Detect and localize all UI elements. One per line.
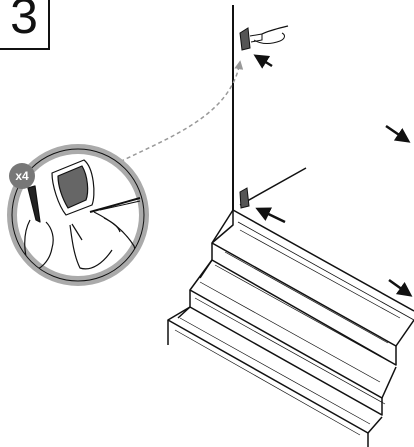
- pointer-arrow-icon: [385, 124, 411, 143]
- pointer-arrow-icon: [255, 207, 286, 224]
- dashed-callout-arrow-icon: [107, 60, 244, 169]
- pointer-arrow-icon: [253, 54, 273, 69]
- step-number: 3: [10, 0, 38, 44]
- pointer-arrow-icon: [388, 278, 413, 297]
- tread-lines: [174, 229, 401, 436]
- wall-skirting-line: [239, 167, 307, 206]
- staircase: [167, 209, 414, 447]
- quantity-badge: x4: [9, 163, 35, 189]
- upper-wall-clip: [239, 25, 289, 51]
- step-number-box: 3: [0, 0, 50, 50]
- lower-stair-clip: [239, 187, 250, 209]
